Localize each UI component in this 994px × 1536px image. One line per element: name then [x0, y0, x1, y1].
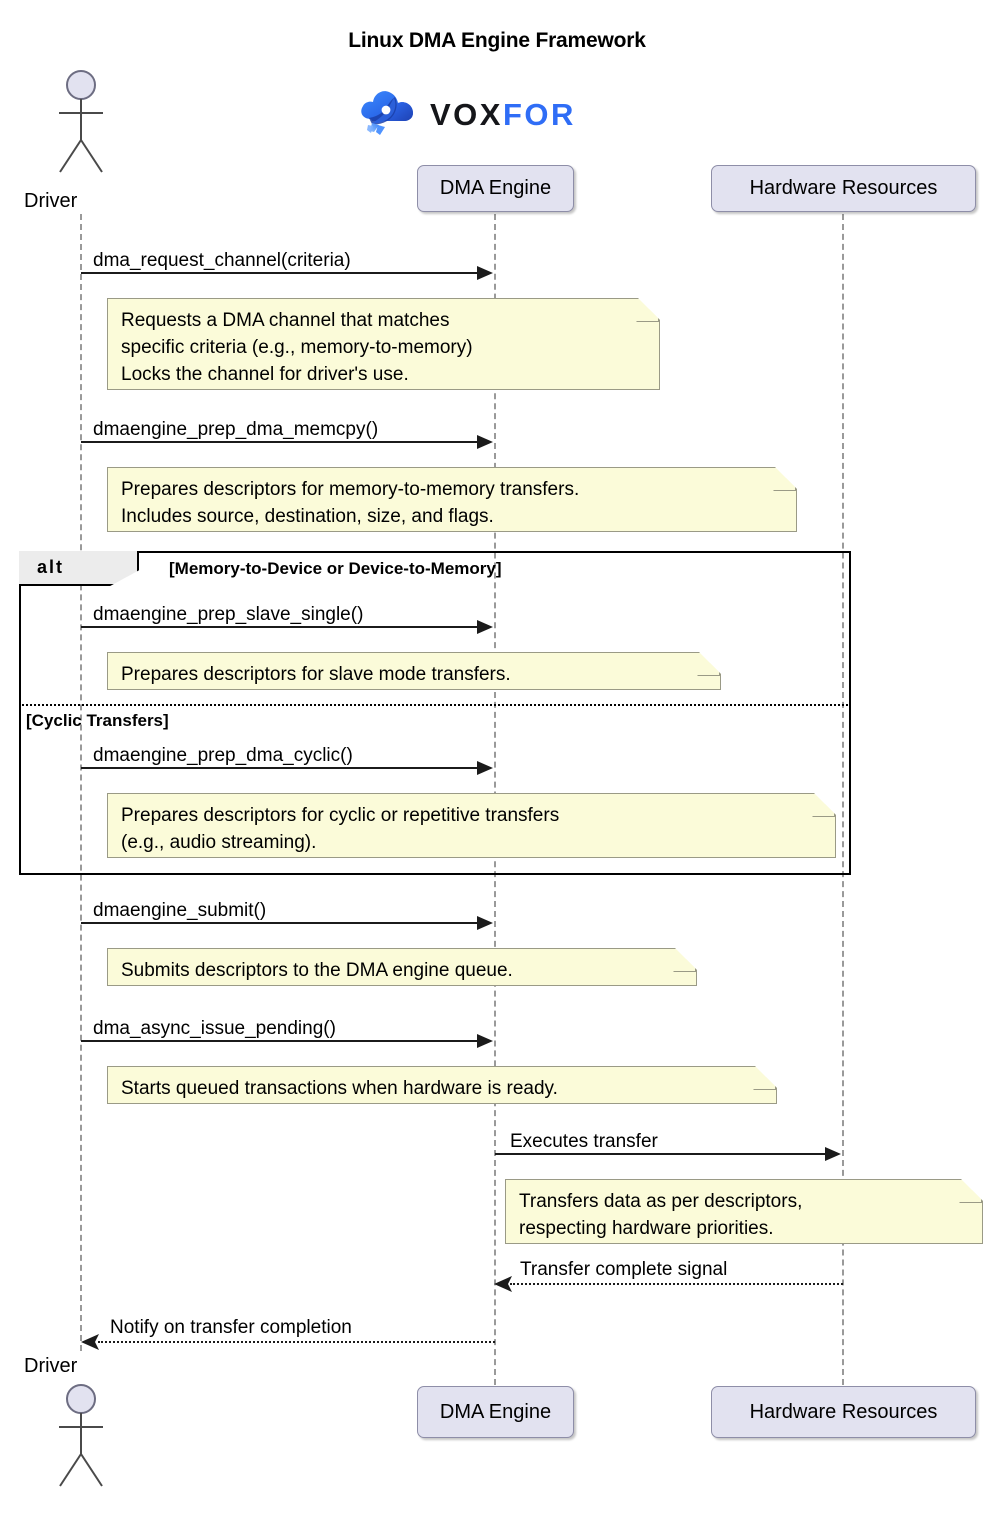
participant-dma-engine-bottom[interactable]: DMA Engine: [417, 1386, 574, 1438]
message-arrowhead-transfer-complete-signal: [494, 1276, 512, 1292]
lifeline-hardware: [842, 214, 844, 1385]
note-line: Starts queued transactions when hardware…: [121, 1078, 558, 1099]
participant-hardware-bottom[interactable]: Hardware Resources: [711, 1386, 976, 1438]
message-arrowhead-prep-slave-single: [477, 620, 493, 634]
note-line: Transfers data as per descriptors,: [519, 1191, 803, 1212]
participant-dma-engine-top[interactable]: DMA Engine: [417, 165, 574, 212]
note-line: Submits descriptors to the DMA engine qu…: [121, 960, 513, 981]
note-starts-queued-transactions: Starts queued transactions when hardware…: [107, 1066, 777, 1104]
combined-fragment-alt: [19, 551, 851, 875]
note-line: respecting hardware priorities.: [519, 1218, 774, 1239]
actor-label-driver-top: Driver: [24, 190, 78, 212]
voxfor-logo: VOXFOR: [358, 84, 576, 144]
message-line-notify-completion: [98, 1341, 495, 1343]
message-line-prep-dma-cyclic: [81, 767, 477, 769]
note-line: specific criteria (e.g., memory-to-memor…: [121, 337, 473, 358]
actor-driver-top: [47, 68, 115, 193]
message-label-prep-dma-cyclic: dmaengine_prep_dma_cyclic(): [93, 745, 353, 766]
message-line-dmaengine-submit: [81, 922, 477, 924]
logo-text-vox: VOX: [430, 96, 503, 132]
note-prepares-slave-descriptors: Prepares descriptors for slave mode tran…: [107, 652, 721, 690]
note-prepares-memcpy-descriptors: Prepares descriptors for memory-to-memor…: [107, 467, 797, 532]
message-line-transfer-complete-signal: [510, 1283, 843, 1285]
fragment-guard-secondary: [Cyclic Transfers]: [26, 711, 169, 730]
logo-wordmark: VOXFOR: [430, 99, 576, 130]
note-line: Prepares descriptors for slave mode tran…: [121, 664, 511, 685]
message-line-dma-request-channel: [81, 272, 477, 274]
message-label-notify-completion: Notify on transfer completion: [110, 1317, 352, 1338]
message-arrowhead-dma-request-channel: [477, 266, 493, 280]
note-prepares-cyclic-descriptors: Prepares descriptors for cyclic or repet…: [107, 793, 836, 858]
message-label-transfer-complete-signal: Transfer complete signal: [520, 1259, 728, 1280]
message-arrowhead-notify-completion: [81, 1334, 99, 1350]
message-arrowhead-issue-pending: [477, 1034, 493, 1048]
note-line: Prepares descriptors for memory-to-memor…: [121, 479, 580, 500]
message-label-issue-pending: dma_async_issue_pending(): [93, 1018, 336, 1039]
actor-driver-bottom: [47, 1382, 115, 1507]
message-label-prep-slave-single: dmaengine_prep_slave_single(): [93, 604, 364, 625]
note-requests-dma-channel: Requests a DMA channel that matches spec…: [107, 298, 660, 390]
message-arrowhead-prep-dma-cyclic: [477, 761, 493, 775]
fragment-operator-label: alt: [37, 557, 65, 577]
note-submits-descriptors: Submits descriptors to the DMA engine qu…: [107, 948, 697, 986]
note-line: (e.g., audio streaming).: [121, 832, 317, 853]
message-line-issue-pending: [81, 1040, 477, 1042]
message-label-dmaengine-submit: dmaengine_submit(): [93, 900, 267, 921]
note-transfers-data: Transfers data as per descriptors, respe…: [505, 1179, 983, 1244]
message-arrowhead-prep-dma-memcpy: [477, 435, 493, 449]
message-label-executes-transfer: Executes transfer: [510, 1131, 658, 1152]
participant-hardware-top[interactable]: Hardware Resources: [711, 165, 976, 212]
message-arrowhead-executes-transfer: [825, 1147, 841, 1161]
message-line-prep-dma-memcpy: [81, 441, 477, 443]
actor-stick-figure-icon: [59, 1384, 103, 1487]
note-line: Prepares descriptors for cyclic or repet…: [121, 805, 560, 826]
actor-stick-figure-icon: [59, 70, 103, 173]
logo-text-for: FOR: [502, 96, 576, 132]
lifeline-driver: [80, 214, 82, 1351]
note-line: Locks the channel for driver's use.: [121, 364, 409, 385]
fragment-operator-tab: alt: [19, 551, 139, 586]
message-label-prep-dma-memcpy: dmaengine_prep_dma_memcpy(): [93, 419, 379, 440]
actor-label-driver-bottom: Driver: [24, 1355, 78, 1377]
message-line-prep-slave-single: [81, 626, 477, 628]
note-line: Requests a DMA channel that matches: [121, 310, 450, 331]
fragment-else-divider: [19, 704, 851, 706]
cloud-rocket-icon: [361, 91, 413, 135]
note-line: Includes source, destination, size, and …: [121, 506, 494, 527]
fragment-guard-primary: [Memory-to-Device or Device-to-Memory]: [169, 559, 502, 578]
message-label-dma-request-channel: dma_request_channel(criteria): [93, 250, 351, 271]
message-line-executes-transfer: [495, 1153, 825, 1155]
page-title: Linux DMA Engine Framework: [348, 29, 646, 52]
message-arrowhead-dmaengine-submit: [477, 916, 493, 930]
